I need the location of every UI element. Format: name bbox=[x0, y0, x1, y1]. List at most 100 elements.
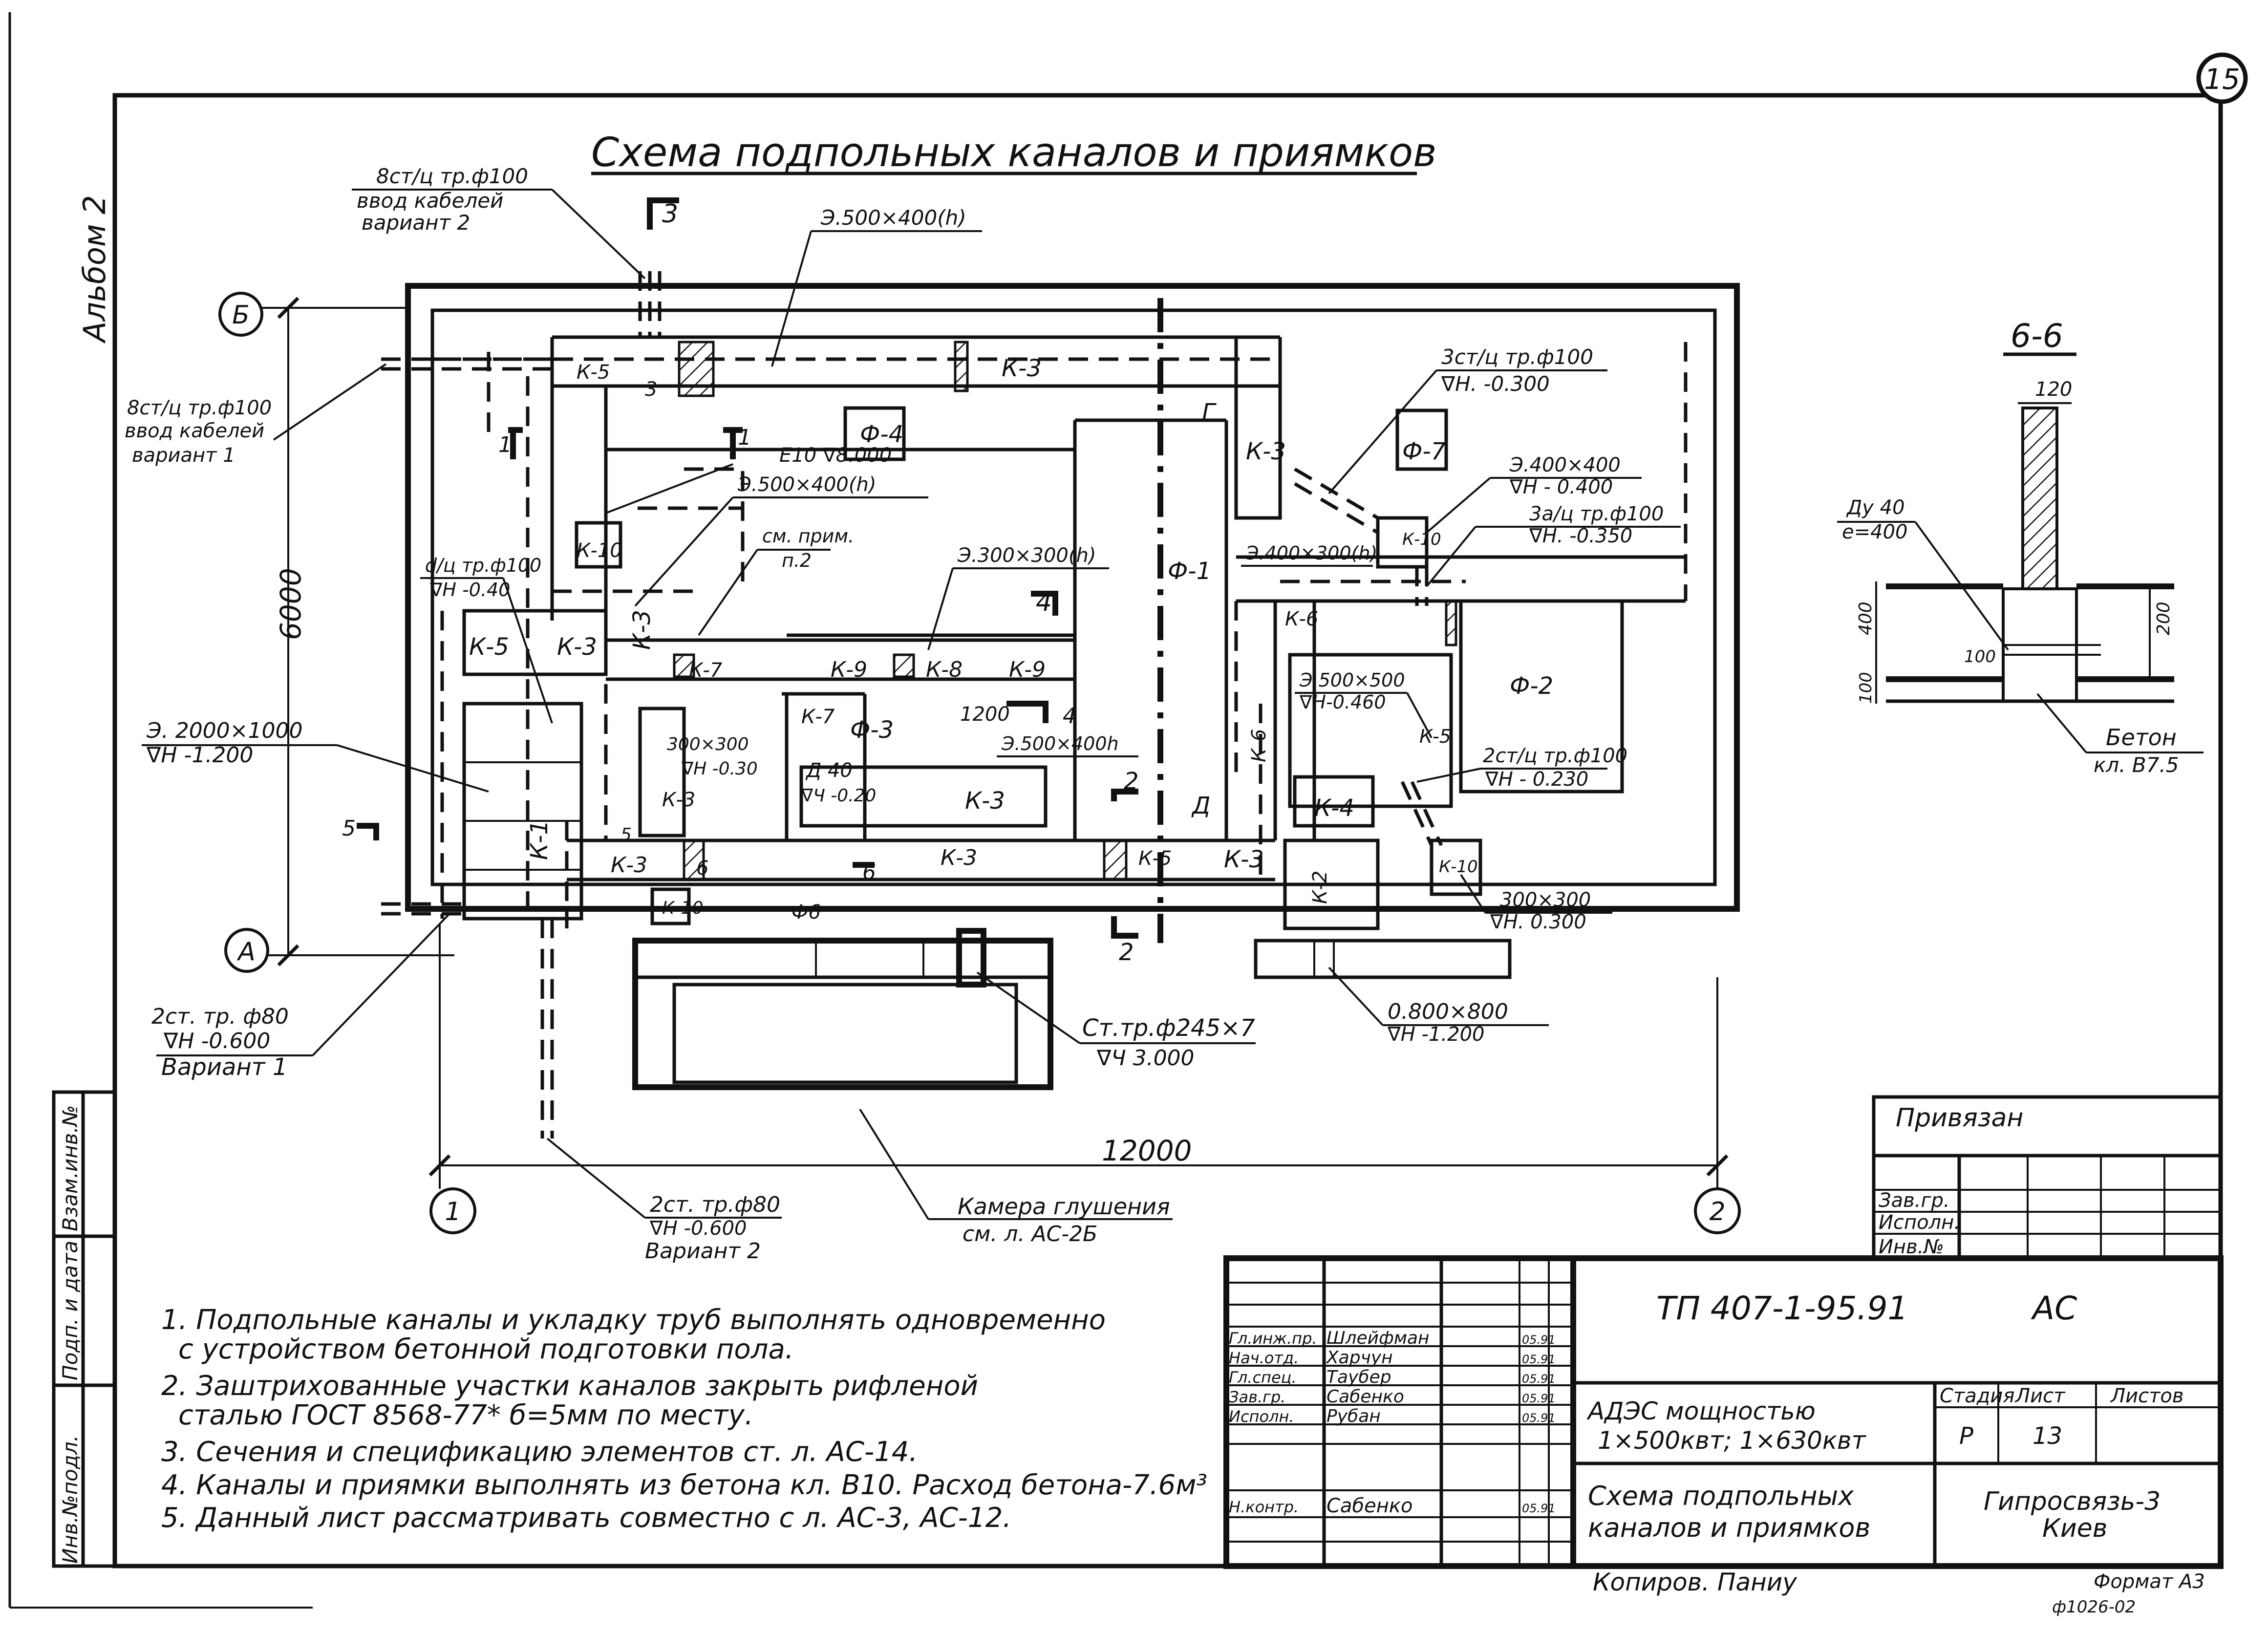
callouts: 8ст/ц тр.ф100 ввод кабелей вариант 2 Э.5… bbox=[125, 164, 1681, 1264]
plan-labels: К-5 3 К-3 К-3 Г Ф-1 Ф-4 Ф-7 К-10 Ф-2 К-1… bbox=[342, 199, 1553, 966]
label-f2: Ф-2 bbox=[1510, 672, 1553, 700]
label-k5-left: К-5 bbox=[469, 633, 509, 661]
label-k3-mid: К-3 bbox=[965, 787, 1005, 815]
callout-steel-pipe-2: 2ст. тр.ф80 bbox=[650, 1192, 780, 1217]
tb-doc-code: ТП 407-1-95.91 bbox=[1656, 1289, 1908, 1327]
sheet-number-badge: 15 bbox=[2196, 52, 2248, 104]
callout-camera-ref: см. л. АС-2Б bbox=[963, 1222, 1097, 1246]
note-1-line-1: 1. Подпольные каналы и укладку труб выпо… bbox=[161, 1304, 1106, 1336]
callout-channel-300x300: Э.300×300(h) bbox=[957, 544, 1096, 567]
note-3: 3. Сечения и спецификацию элементов ст. … bbox=[161, 1436, 918, 1468]
sheet-frame bbox=[8, 12, 2223, 1609]
tb-org-2: Киев bbox=[2042, 1514, 2107, 1543]
tb-object-2: 1×500квт; 1×630квт bbox=[1598, 1426, 1866, 1455]
tb-date-6: 05.91 bbox=[1522, 1502, 1556, 1515]
callout-pipe-3-h: ∇Н. -0.300 bbox=[1441, 372, 1550, 396]
callout-var-2: вариант 2 bbox=[362, 211, 470, 235]
tb-date-2: 05.91 bbox=[1522, 1353, 1556, 1366]
callout-pit-400-h: ∇Н - 0.400 bbox=[1509, 476, 1613, 498]
title-block: Гл.инж.пр. Шлейфман 05.91 Нач.отд. Харчу… bbox=[1223, 1255, 2224, 1569]
tb-role-6: Н.контр. bbox=[1229, 1498, 1299, 1516]
label-sec5-b: 5 bbox=[620, 825, 632, 845]
section-dim-400: 400 bbox=[1856, 602, 1876, 635]
callout-pipe-2: 2ст/ц тр.ф100 bbox=[1483, 745, 1627, 767]
callout-pit-800-h: ∇Н -1.200 bbox=[1387, 1023, 1485, 1046]
tb-role-3: Гл.спец. bbox=[1229, 1368, 1297, 1387]
axis-2: 2 bbox=[1709, 1197, 1725, 1226]
section-title: 6-6 bbox=[2011, 317, 2063, 355]
label-k7: К-7 bbox=[689, 659, 723, 682]
label-k3-bottom: К-3 bbox=[941, 845, 977, 870]
tb-sheet: 13 bbox=[2033, 1422, 2062, 1450]
note-2-line-1: 2. Заштрихованные участки каналов закрыт… bbox=[161, 1370, 978, 1402]
stamp-inv-podl: Инв.№подл. bbox=[58, 1435, 82, 1564]
tb-sheets-h: Листов bbox=[2110, 1385, 2183, 1407]
label-k3-bottom-right: К-3 bbox=[1224, 846, 1264, 873]
section-concrete-class: кл. В7.5 bbox=[2094, 753, 2179, 777]
label-s3-top: 3 bbox=[645, 378, 657, 401]
label-sec6-a: 6 bbox=[696, 857, 708, 880]
album-label: Альбом 2 bbox=[77, 195, 112, 344]
tb-drawing-2: каналов и приямков bbox=[1588, 1512, 1870, 1543]
label-k3-top: К-3 bbox=[1002, 355, 1042, 382]
callout-pipe-3a: 3а/ц тр.ф100 bbox=[1529, 503, 1664, 525]
label-k10-right: К-10 bbox=[1402, 530, 1441, 549]
label-sec5-a: 5 bbox=[342, 816, 356, 841]
label-g: Г bbox=[1202, 399, 1217, 426]
tb-date-3: 05.91 bbox=[1522, 1372, 1556, 1386]
label-k6-b: К-6 bbox=[1248, 729, 1270, 762]
section-pipe: Ду 40 bbox=[1846, 496, 1905, 519]
callout-pit-2000-h: ∇Н -1.200 bbox=[146, 743, 253, 768]
side-stamp: Инв.№подл. Подп. и дата Взам.инв.№ bbox=[52, 1090, 117, 1568]
axis-b: Б bbox=[232, 301, 250, 330]
label-sec2-b: 2 bbox=[1119, 939, 1134, 966]
label-d: Д bbox=[1191, 792, 1211, 819]
callout-steel-var-2: Вариант 2 bbox=[645, 1239, 761, 1264]
label-300x300-left: 300×300 bbox=[667, 734, 749, 754]
callout-pipe-1: 8ст/ц тр.ф100 bbox=[376, 164, 528, 188]
tb-date-5: 05.91 bbox=[1522, 1411, 1556, 1425]
label-sec1-b: 1 bbox=[738, 425, 751, 450]
note-5: 5. Данный лист рассматривать совместно с… bbox=[161, 1502, 1011, 1534]
label-f3: Ф-3 bbox=[850, 716, 894, 744]
label-sec6-b: 6 bbox=[862, 860, 876, 885]
callout-pit-2000: Э. 2000×1000 bbox=[146, 718, 303, 743]
label-k1: К-1 bbox=[526, 820, 553, 860]
tb-date-4: 05.91 bbox=[1522, 1392, 1556, 1405]
tb-role-1: Гл.инж.пр. bbox=[1229, 1329, 1317, 1348]
label-sec4-b: 4 bbox=[1063, 704, 1076, 729]
label-sec1-a: 1 bbox=[498, 432, 512, 457]
section-dim-100b: 100 bbox=[1856, 672, 1876, 704]
label-k9-a: К-9 bbox=[831, 657, 867, 682]
label-k3-left: К-3 bbox=[557, 633, 597, 661]
privyazan-block: Привязан Зав.гр. Исполн. Инв.№ bbox=[1872, 1095, 2223, 1260]
callout-see-note: см. прим. bbox=[762, 525, 854, 547]
callout-pipe-3: 3ст/ц тр.ф100 bbox=[1441, 345, 1593, 369]
callout-steel-pipe-1-h: ∇Н -0.600 bbox=[163, 1029, 270, 1053]
callout-cable-var1: ввод кабелей bbox=[125, 420, 264, 442]
tb-name-6: Сабенко bbox=[1327, 1495, 1413, 1517]
tb-name-3: Таубер bbox=[1327, 1367, 1391, 1387]
label-f4: Ф-4 bbox=[860, 421, 903, 448]
callout-channel-500x400: Э.500×400(h) bbox=[820, 206, 966, 230]
tb-name-4: Сабенко bbox=[1327, 1387, 1404, 1407]
callout-pit-300-h: ∇Н. 0.300 bbox=[1490, 911, 1586, 933]
callout-pipe-2-h: ∇Н - 0.230 bbox=[1485, 768, 1588, 791]
label-k3-low: К-3 bbox=[611, 853, 647, 878]
tb-name-2: Харчун bbox=[1326, 1348, 1393, 1368]
label-f1: Ф-1 bbox=[1168, 558, 1211, 585]
label-1200: 1200 bbox=[960, 703, 1010, 726]
callout-pit-500-h: ∇Н-0.460 bbox=[1299, 691, 1386, 713]
label-sec3: 3 bbox=[662, 199, 678, 229]
label-d40-h: ∇Ч -0.20 bbox=[801, 786, 876, 806]
tb-doc-mark: АС bbox=[2031, 1289, 2077, 1327]
label-k10-rb: К-10 bbox=[1439, 857, 1478, 877]
tb-date-1: 05.91 bbox=[1522, 1333, 1556, 1347]
section-concrete: Бетон bbox=[2106, 724, 2177, 751]
tb-stage-h: Стадия bbox=[1940, 1385, 2014, 1407]
callout-pipe-d100: d/ц тр.ф100 bbox=[425, 555, 541, 576]
stamp-vzam: Взам.инв.№ bbox=[58, 1105, 82, 1231]
note-2-line-2: сталью ГОСТ 8568-77* б=5мм по месту. bbox=[178, 1399, 753, 1431]
label-k4: К-4 bbox=[1314, 795, 1354, 822]
label-f6: Ф6 bbox=[792, 901, 821, 924]
